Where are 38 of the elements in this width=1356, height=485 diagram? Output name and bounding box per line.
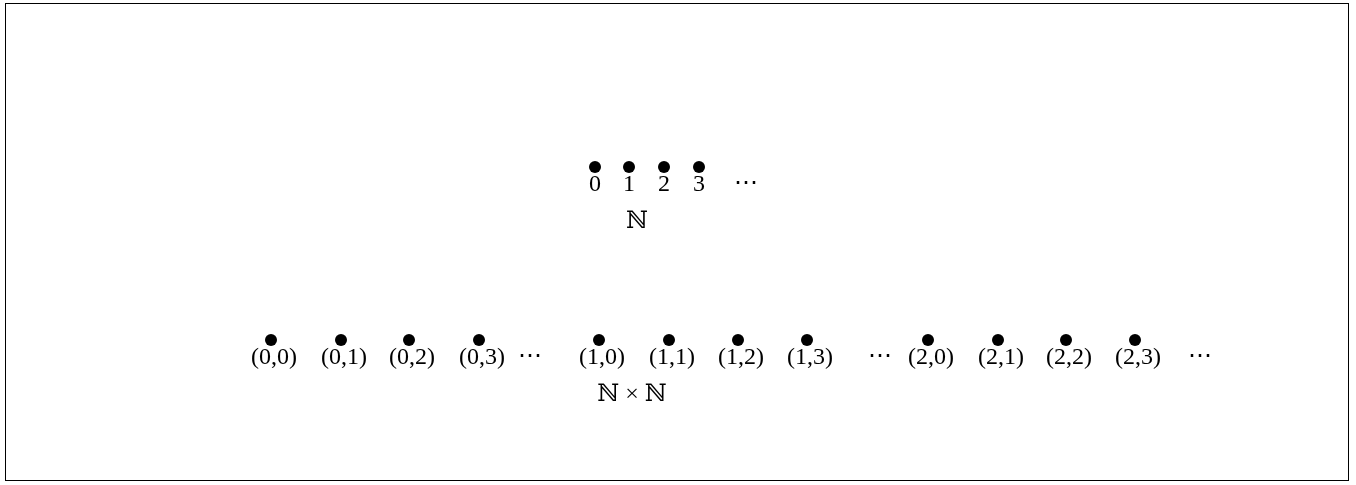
point-label: (0,2) xyxy=(389,343,435,369)
point-dot xyxy=(589,161,601,173)
math-label: ⋯ xyxy=(518,342,542,368)
point-dot xyxy=(663,334,675,346)
point-label: (1,2) xyxy=(718,343,764,369)
math-label: ℕ xyxy=(626,207,648,233)
point-dot xyxy=(623,161,635,173)
point-dot xyxy=(593,334,605,346)
math-label: ⋯ xyxy=(1188,342,1212,368)
point-dot xyxy=(922,334,934,346)
point-dot xyxy=(1060,334,1072,346)
point-label: 1 xyxy=(623,170,635,196)
point-label: (1,3) xyxy=(787,343,833,369)
point-dot xyxy=(693,161,705,173)
point-dot xyxy=(658,161,670,173)
point-label: (2,1) xyxy=(978,343,1024,369)
point-label: 2 xyxy=(658,170,670,196)
point-dot xyxy=(732,334,744,346)
point-dot xyxy=(403,334,415,346)
point-label: (2,2) xyxy=(1046,343,1092,369)
point-label: 0 xyxy=(589,170,601,196)
point-dot xyxy=(1129,334,1141,346)
math-label: ℕ × ℕ xyxy=(597,380,667,406)
point-label: (2,0) xyxy=(908,343,954,369)
point-label: 3 xyxy=(693,170,705,196)
point-dot xyxy=(992,334,1004,346)
point-dot xyxy=(265,334,277,346)
point-dot xyxy=(335,334,347,346)
point-label: (1,1) xyxy=(649,343,695,369)
point-label: (0,0) xyxy=(251,343,297,369)
point-label: (1,0) xyxy=(579,343,625,369)
point-label: (2,3) xyxy=(1115,343,1161,369)
point-dot xyxy=(801,334,813,346)
point-label: (0,3) xyxy=(459,343,505,369)
math-label: ⋯ xyxy=(734,169,758,195)
point-label: (0,1) xyxy=(321,343,367,369)
math-label: ⋯ xyxy=(868,342,892,368)
point-dot xyxy=(473,334,485,346)
